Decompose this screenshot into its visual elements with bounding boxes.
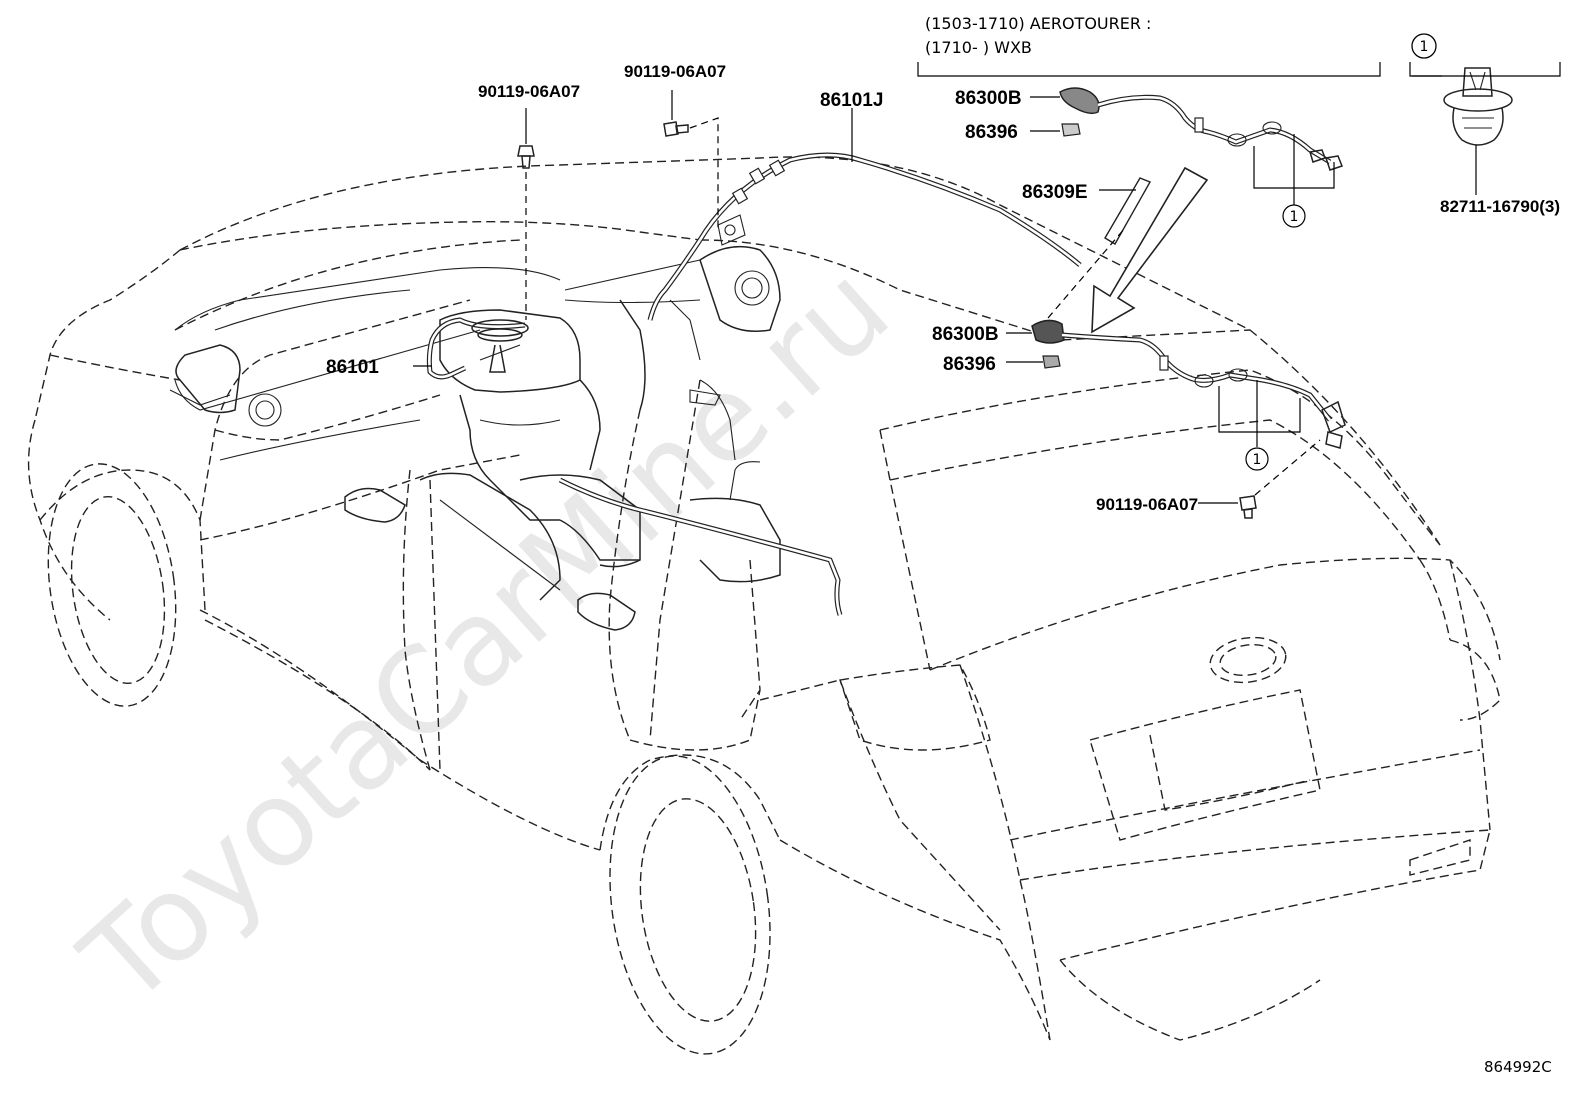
callout-screw-rear: 90119-06A07 [1096, 495, 1198, 514]
callout-screw-top-left: 90119-06A07 [478, 82, 580, 101]
labels: (1503-1710) AEROTOURER : (1710- ) WXB 1 … [326, 14, 1560, 1076]
circle-ref-header: 1 [1411, 33, 1437, 59]
antenna-rear-installed [1031, 166, 1346, 449]
callout-pad-rear: 86396 [943, 354, 996, 375]
circle-ref-header-label: 1 [1420, 39, 1429, 55]
callout-antenna-top: 86300B [955, 88, 1022, 109]
variant-note-line-2: (1710- ) WXB [925, 38, 1032, 57]
screw-rear [1198, 439, 1321, 519]
callout-cover: 86309E [1022, 182, 1088, 203]
car-body-outline [27, 156, 1501, 1055]
circle-marker-top-label: 1 [1290, 209, 1299, 225]
circle-marker-rear: 1 [1245, 447, 1269, 471]
callout-wire-front: 86101 [326, 357, 379, 378]
watermark: ToyotaCarMine.ru [56, 238, 915, 1031]
callout-screw-top-mid: 90119-06A07 [624, 62, 726, 81]
circle-marker-rear-label: 1 [1253, 452, 1262, 468]
screw-top-mid [663, 90, 719, 230]
callout-pad-top: 86396 [965, 122, 1018, 143]
screw-top-left [517, 108, 535, 320]
antenna-top-detail [1059, 87, 1343, 171]
clip-detail [1443, 67, 1513, 195]
leader-lines [413, 62, 1561, 447]
antenna-wire-roof [558, 152, 1082, 616]
callout-clip: 82711-16790(3) [1440, 197, 1560, 216]
antenna-wire-front [426, 317, 529, 380]
diagram-ref: 864992C [1484, 1058, 1552, 1076]
interior-outline [169, 245, 781, 631]
circle-marker-top: 1 [1282, 204, 1306, 228]
callout-antenna-rear: 86300B [932, 324, 999, 345]
callout-wire-roof: 86101J [820, 90, 883, 111]
variant-note-line-1: (1503-1710) AEROTOURER : [925, 14, 1151, 33]
